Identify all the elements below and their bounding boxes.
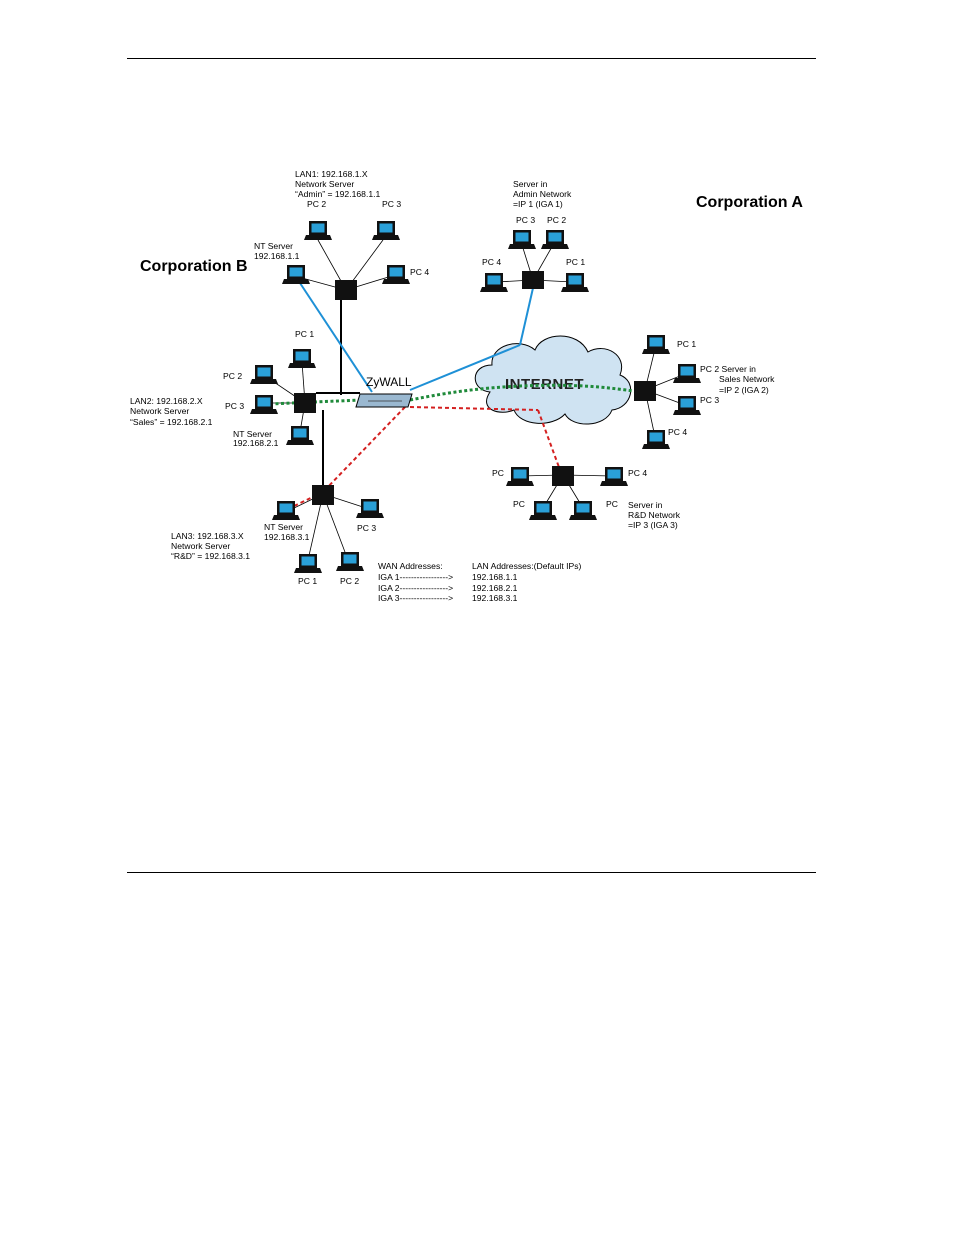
- backbone-wiring: [316, 298, 360, 486]
- internet-cloud: [474, 335, 632, 425]
- wan-row-3: IGA 3----------------->: [378, 593, 453, 603]
- rd-server-label: Server in R&D Network =IP 3 (IGA 3): [628, 500, 682, 530]
- lan-row-3: 192.168.3.1: [472, 593, 518, 603]
- sales-server-label: PC 2 Server in Sales Network =IP 2 (IGA …: [700, 364, 777, 395]
- admin-pc4-label: PC 4: [482, 257, 501, 267]
- nt-server-3-label: NT Server 192.168.3.1: [264, 522, 310, 542]
- pc-icon: [336, 552, 364, 571]
- pc-icon: [250, 365, 278, 384]
- zywall-label: ZyWALL: [366, 375, 412, 389]
- lan1-pc4-label: PC 4: [410, 267, 429, 277]
- hubs: [294, 271, 656, 505]
- lan2-label: LAN2: 192.168.2.X Network Server “Sales”…: [130, 396, 213, 427]
- address-table: WAN Addresses: LAN Addresses:(Default IP…: [378, 561, 582, 603]
- rd-pc-label-1: PC: [492, 468, 504, 478]
- hub-rd: [552, 466, 574, 486]
- hub-lan1: [335, 280, 357, 300]
- admin-server-label: Server in Admin Network =IP 1 (IGA 1): [513, 179, 574, 209]
- lan-header: LAN Addresses:(Default IPs): [472, 561, 582, 571]
- hub-lan2: [294, 393, 316, 413]
- pc-icon: [480, 273, 508, 292]
- pc-icon: [642, 430, 670, 449]
- corporation-a-label: Corporation A: [696, 194, 803, 211]
- pc-icon: [282, 265, 310, 284]
- admin-pc2-label: PC 2: [547, 215, 566, 225]
- lan2-pc2-label: PC 2: [223, 371, 242, 381]
- lan3-pc3-label: PC 3: [357, 523, 376, 533]
- pc-icon: [541, 230, 569, 249]
- hub-lan3: [312, 485, 334, 505]
- pc-icon: [561, 273, 589, 292]
- lan3-label: LAN3: 192.168.3.X Network Server “R&D” =…: [171, 531, 250, 561]
- lan2-pc3-label: PC 3: [225, 401, 244, 411]
- sales-pc4-label: PC 4: [668, 427, 687, 437]
- lan1-pc2-label: PC 2: [307, 199, 326, 209]
- pc-icon: [250, 395, 278, 414]
- rd-links: [289, 406, 561, 509]
- pc-icon: [673, 364, 701, 383]
- lan1-pc3-label: PC 3: [382, 199, 401, 209]
- hub-sales: [634, 381, 656, 401]
- rd-pc-label-2: PC: [513, 499, 525, 509]
- nt-server-1-label: NT Server 192.168.1.1: [254, 241, 300, 261]
- pc-icon: [372, 221, 400, 240]
- pc-icon: [294, 554, 322, 573]
- lan3-pc2-label: PC 2: [340, 576, 359, 586]
- sales-pc3-label: PC 3: [700, 395, 719, 405]
- pc-icon: [673, 396, 701, 415]
- nt-server-2-label: NT Server 192.168.2.1: [233, 429, 279, 448]
- corporation-b-label: Corporation B: [140, 258, 248, 275]
- pc-icon: [288, 349, 316, 368]
- pc-icon: [600, 467, 628, 486]
- rd-pc4-label: PC 4: [628, 468, 647, 478]
- pc-icon: [304, 221, 332, 240]
- wan-row-1: IGA 1----------------->: [378, 572, 453, 582]
- hub-admin: [522, 271, 544, 289]
- lan1-label: LAN1: 192.168.1.X Network Server “Admin”…: [295, 169, 380, 199]
- lan3-pc1-label: PC 1: [298, 576, 317, 586]
- pc-icon: [506, 467, 534, 486]
- lan-row-2: 192.168.2.1: [472, 583, 518, 593]
- footer-rule: [127, 872, 816, 873]
- zywall-device: [355, 393, 413, 408]
- header-rule: [127, 58, 816, 59]
- admin-links: [297, 279, 534, 393]
- pc-icon: [569, 501, 597, 520]
- admin-pc3-label: PC 3: [516, 215, 535, 225]
- lan-row-1: 192.168.1.1: [472, 572, 518, 582]
- lan2-pc1-label: PC 1: [295, 329, 314, 339]
- internet-label: INTERNET: [505, 376, 584, 393]
- pc-icon: [286, 426, 314, 445]
- wan-header: WAN Addresses:: [378, 561, 443, 571]
- pc-icon: [382, 265, 410, 284]
- pc-icon: [508, 230, 536, 249]
- admin-pc1-label: PC 1: [566, 257, 585, 267]
- pc-icon: [356, 499, 384, 518]
- wan-row-2: IGA 2----------------->: [378, 583, 453, 593]
- sales-pc1-label: PC 1: [677, 339, 696, 349]
- pc-icon: [529, 501, 557, 520]
- pc-icon: [642, 335, 670, 354]
- pc-icon: [272, 501, 300, 520]
- rd-pc-label-3: PC: [606, 499, 618, 509]
